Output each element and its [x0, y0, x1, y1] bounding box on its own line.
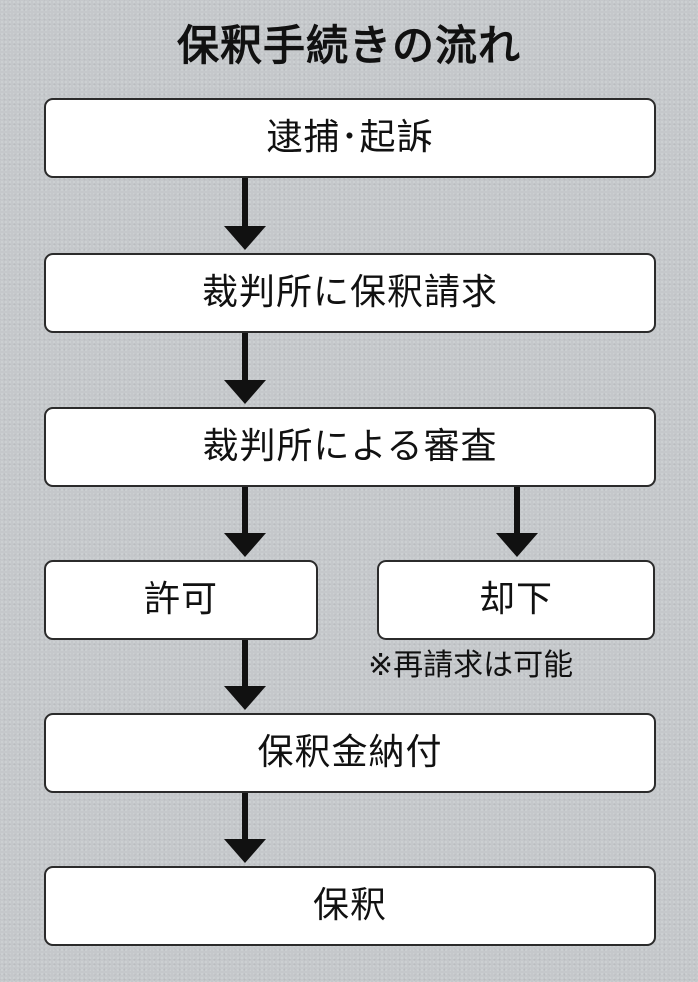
step-request-box: 裁判所に保釈請求 [44, 253, 656, 333]
step-arrest-box: 逮捕･起訴 [44, 98, 656, 178]
step-payment-label: 保釈金納付 [257, 732, 443, 773]
step-rejected-label: 却下 [478, 579, 553, 620]
step-granted-label: 許可 [143, 579, 218, 620]
arrow-granted-to-payment [224, 640, 266, 710]
step-release-box: 保釈 [44, 866, 656, 946]
step-rejected-box: 却下 [377, 560, 655, 640]
step-release-label: 保釈 [312, 885, 387, 926]
arrow-review-to-rejected [496, 487, 538, 557]
rejected-note: ※再請求は可能 [368, 648, 574, 683]
step-review-box: 裁判所による審査 [44, 407, 656, 487]
arrow-request-to-review [224, 333, 266, 404]
arrow-payment-to-release [224, 793, 266, 863]
step-arrest-label: 逮捕･起訴 [266, 117, 434, 158]
arrow-review-to-granted [224, 487, 266, 557]
step-review-label: 裁判所による審査 [202, 426, 498, 467]
step-granted-box: 許可 [44, 560, 318, 640]
step-payment-box: 保釈金納付 [44, 713, 656, 793]
diagram-title: 保釈手続きの流れ [176, 21, 521, 70]
step-request-label: 裁判所に保釈請求 [201, 272, 498, 313]
arrow-arrest-to-request [224, 178, 266, 250]
